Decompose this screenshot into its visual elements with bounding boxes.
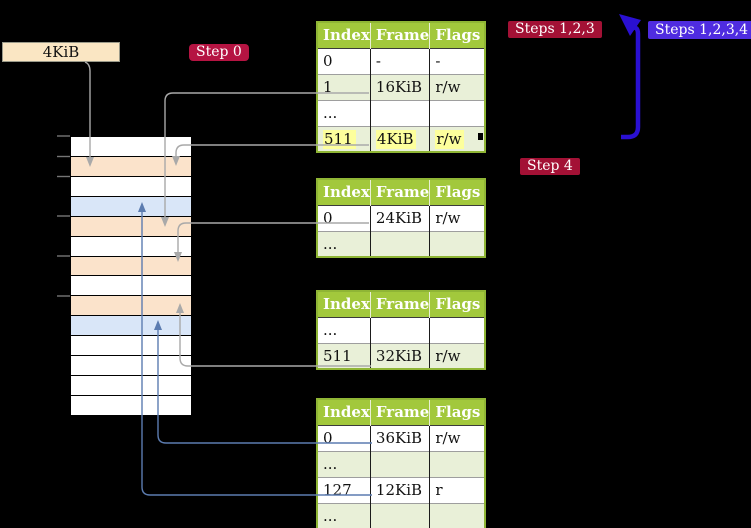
flags-cell xyxy=(429,502,485,528)
frame-cell xyxy=(369,316,430,343)
frame-cell: 36KiB xyxy=(369,424,430,451)
index-cell: ... xyxy=(317,450,371,477)
page-table-3: Index Frame Flags ... 511 32KiB r/w xyxy=(316,290,486,370)
table-row: 0 24KiB r/w xyxy=(317,204,485,231)
frame-boundary-ticks xyxy=(57,135,70,297)
steps-1234-arrow xyxy=(619,14,641,140)
memory-frame-row xyxy=(71,355,191,376)
table-row: 511 32KiB r/w xyxy=(317,342,485,369)
index-cell: 511 xyxy=(317,125,371,152)
frame-cell: - xyxy=(369,47,430,74)
memory-frame-row xyxy=(71,275,191,296)
column-header-frame: Frame xyxy=(369,22,430,48)
badge-steps-1-2-3: Steps 1,2,3 xyxy=(508,21,602,38)
frame-cell xyxy=(369,230,430,257)
highlighted-value: 4KiB xyxy=(375,129,417,149)
badge-step-0: Step 0 xyxy=(189,44,249,61)
table-header-row: Index Frame Flags xyxy=(317,291,485,317)
memory-frame-row xyxy=(71,335,191,356)
flags-cell: r/w xyxy=(429,125,485,152)
table-header-row: Index Frame Flags xyxy=(317,179,485,205)
table-row: ... xyxy=(317,99,485,126)
index-cell: 0 xyxy=(317,47,371,74)
table-row: 1 16KiB r/w xyxy=(317,73,485,100)
memory-frame-row xyxy=(71,195,191,216)
column-header-index: Index xyxy=(317,291,371,317)
index-cell: 0 xyxy=(317,424,371,451)
frame-cell xyxy=(369,502,430,528)
frame-cell: 4KiB xyxy=(369,125,430,152)
memory-frame-row xyxy=(71,235,191,256)
flags-cell: r/w xyxy=(429,73,485,100)
column-header-index: Index xyxy=(317,399,371,425)
memory-frame-row xyxy=(71,215,191,236)
flags-cell: - xyxy=(429,47,485,74)
flags-cell: r/w xyxy=(429,424,485,451)
index-cell: ... xyxy=(317,502,371,528)
page-table-1: Index Frame Flags 0 - - 1 16KiB r/w ... … xyxy=(316,21,486,153)
table-row: 0 - - xyxy=(317,47,485,74)
flags-cell: r/w xyxy=(429,204,485,231)
column-header-flags: Flags xyxy=(429,179,485,205)
frame-size-label: 4KiB xyxy=(42,43,80,61)
physical-memory-column xyxy=(70,136,192,416)
flags-cell xyxy=(429,316,485,343)
index-cell: 511 xyxy=(317,342,371,369)
column-header-frame: Frame xyxy=(369,179,430,205)
frame-cell: 24KiB xyxy=(369,204,430,231)
table-row-highlighted: 511 4KiB r/w xyxy=(317,125,485,152)
flags-cell: r xyxy=(429,476,485,503)
column-header-index: Index xyxy=(317,179,371,205)
flags-cell: r/w xyxy=(429,342,485,369)
column-header-index: Index xyxy=(317,22,371,48)
memory-frame-row xyxy=(71,155,191,176)
table-header-row: Index Frame Flags xyxy=(317,399,485,425)
badge-steps-1-2-3-4: Steps 1,2,3,4 xyxy=(648,21,751,39)
page-table-4: Index Frame Flags 0 36KiB r/w ... 127 12… xyxy=(316,398,486,528)
index-cell: ... xyxy=(317,230,371,257)
memory-frame-row xyxy=(71,137,191,156)
table-row: ... xyxy=(317,230,485,257)
memory-frame-row xyxy=(71,394,191,415)
frame-size-box: 4KiB xyxy=(2,42,120,62)
column-header-flags: Flags xyxy=(429,22,485,48)
highlighted-value: r/w xyxy=(435,129,465,149)
table-row: ... xyxy=(317,502,485,528)
flags-cell xyxy=(429,450,485,477)
table-row: 127 12KiB r xyxy=(317,476,485,503)
badge-step-4: Step 4 xyxy=(520,158,580,175)
frame-cell: 32KiB xyxy=(369,342,430,369)
table-row: 0 36KiB r/w xyxy=(317,424,485,451)
column-header-frame: Frame xyxy=(369,291,430,317)
memory-frame-row xyxy=(71,375,191,395)
column-header-flags: Flags xyxy=(429,291,485,317)
highlighted-value: 511 xyxy=(323,129,356,149)
frame-cell: 16KiB xyxy=(369,73,430,100)
frame-cell: 12KiB xyxy=(369,476,430,503)
column-header-frame: Frame xyxy=(369,399,430,425)
table-row: ... xyxy=(317,316,485,343)
frame-cell xyxy=(369,450,430,477)
index-cell: 1 xyxy=(317,73,371,100)
flags-cell xyxy=(429,99,485,126)
flags-cell xyxy=(429,230,485,257)
index-cell: 0 xyxy=(317,204,371,231)
index-cell: ... xyxy=(317,316,371,343)
frame-cell xyxy=(369,99,430,126)
table-header-row: Index Frame Flags xyxy=(317,22,485,48)
page-table-2: Index Frame Flags 0 24KiB r/w ... xyxy=(316,178,486,258)
memory-frame-row xyxy=(71,255,191,276)
memory-frame-row xyxy=(71,295,191,316)
column-header-flags: Flags xyxy=(429,399,485,425)
index-cell: 127 xyxy=(317,476,371,503)
memory-frame-row xyxy=(71,315,191,336)
memory-frame-row xyxy=(71,175,191,196)
table-row: ... xyxy=(317,450,485,477)
index-cell: ... xyxy=(317,99,371,126)
